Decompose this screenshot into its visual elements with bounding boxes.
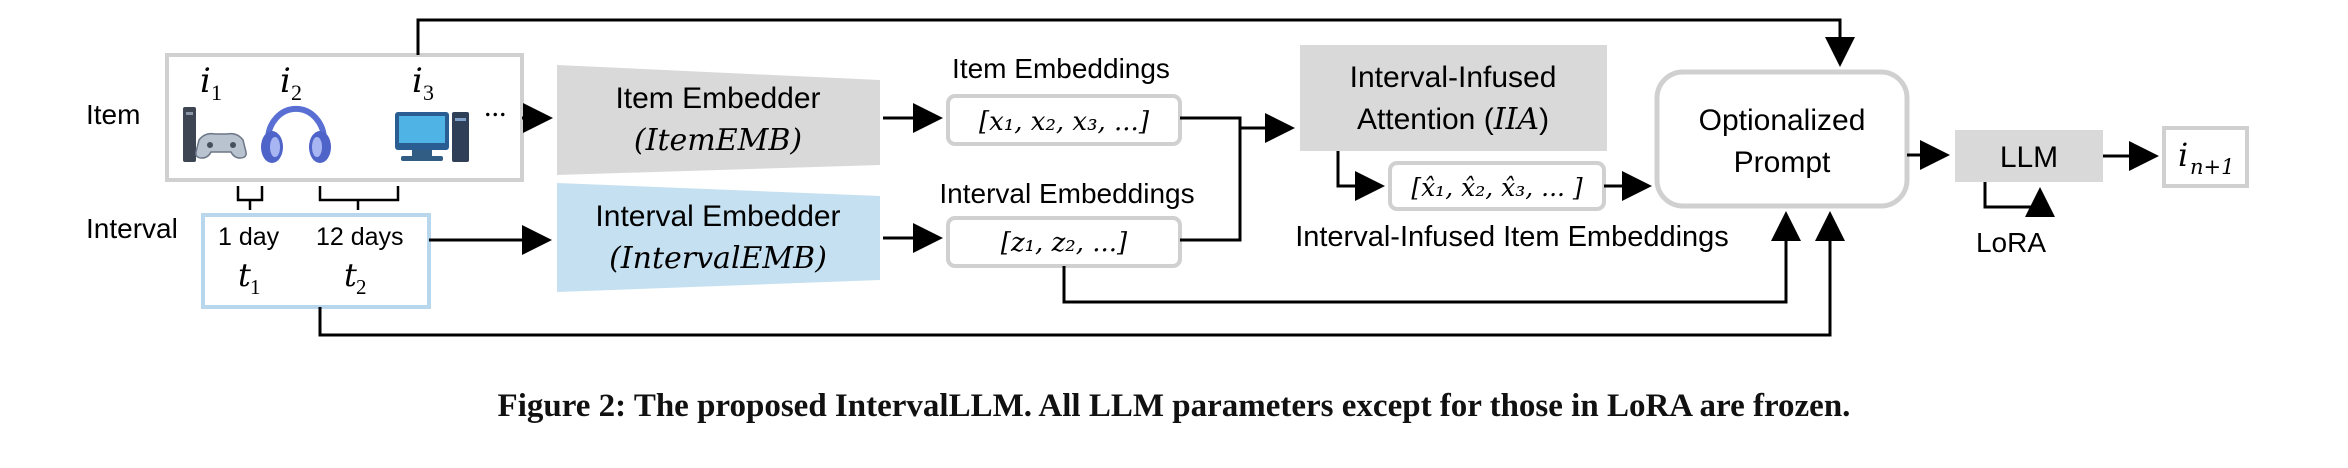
iia-subtitle: Attention (IIA) — [1357, 102, 1549, 137]
llm-block — [1955, 130, 2103, 182]
svg-text:3: 3 — [423, 80, 434, 105]
llm-label: LLM — [2000, 141, 2058, 174]
infused-embeddings-title: Interval-Infused Item Embeddings — [1295, 221, 1729, 253]
interval-sequence-box — [201, 213, 431, 309]
prompt-title: Optionalized — [1699, 104, 1866, 137]
item-embedder-block — [557, 65, 880, 175]
svg-text:i: i — [412, 61, 423, 101]
svg-text:i: i — [2178, 136, 2188, 174]
svg-text:t: t — [238, 256, 251, 294]
interval-1-symbol: t 1 — [238, 256, 261, 299]
more-items-ellipsis: ... — [484, 90, 507, 123]
prompt-subtitle: Prompt — [1734, 146, 1831, 179]
brace-1 — [236, 186, 264, 210]
svg-text:1: 1 — [211, 80, 222, 105]
interval-embeddings-to-prompt-arrow — [1062, 211, 1801, 304]
interval-embeddings-title: Interval Embeddings — [939, 178, 1194, 209]
item-1-symbol: i 1 — [200, 61, 222, 105]
game-console-icon — [183, 107, 247, 162]
item-embeddings-box — [946, 94, 1182, 146]
item-embedder-subtitle: (ItemEMB) — [634, 123, 802, 158]
figure-caption: Figure 2: The proposed IntervalLLM. All … — [497, 388, 1851, 424]
desktop-computer-icon — [395, 112, 469, 162]
svg-text:i: i — [200, 61, 211, 101]
interval-row-label: Interval — [86, 213, 178, 244]
interval-embedder-title: Interval Embedder — [595, 200, 840, 233]
svg-text:1: 1 — [250, 275, 261, 299]
interval-1-days: 1 day — [218, 223, 280, 251]
svg-text:i: i — [280, 61, 291, 101]
svg-text:n+1: n+1 — [2190, 155, 2234, 179]
item-to-prompt-arrow — [416, 18, 1855, 67]
item-row-label: Item — [86, 99, 140, 130]
interval-embedder-block — [557, 183, 880, 292]
interval-2-days: 12 days — [316, 223, 404, 251]
item-3-symbol: i 3 — [412, 61, 434, 105]
iia-block — [1300, 45, 1607, 151]
iia-title: Interval-Infused — [1350, 61, 1557, 94]
brace-2 — [318, 186, 400, 210]
interval-2-symbol: t 2 — [344, 256, 367, 299]
item-embeddings-title: Item Embeddings — [952, 53, 1170, 84]
optionalized-prompt-block — [1654, 69, 1910, 209]
merge-bracket — [1180, 116, 1242, 242]
lora-loop-arrow — [1983, 182, 2055, 217]
headphones-icon — [261, 105, 331, 163]
item-embedder-title: Item Embedder — [615, 82, 820, 115]
iia-to-infused-arrow — [1336, 151, 1385, 201]
item-2-symbol: i 2 — [280, 61, 302, 105]
svg-text:2: 2 — [356, 275, 367, 299]
interval-embeddings-value: [z₁, z₂, ...] — [1001, 228, 1128, 258]
output-symbol: i n+1 — [2178, 136, 2234, 179]
interval-to-prompt-arrow — [318, 211, 1845, 337]
svg-text:t: t — [344, 256, 357, 294]
output-box — [2162, 126, 2249, 188]
lora-label: LoRA — [1976, 227, 2046, 258]
item-embeddings-value: [x₁, x₂, x₃, ...] — [979, 107, 1150, 137]
infused-embeddings-value: [x̂₁, x̂₂, x̂₃, ... ] — [1411, 173, 1583, 202]
interval-embedder-subtitle: (IntervalEMB) — [609, 241, 827, 276]
svg-text:2: 2 — [291, 80, 302, 105]
